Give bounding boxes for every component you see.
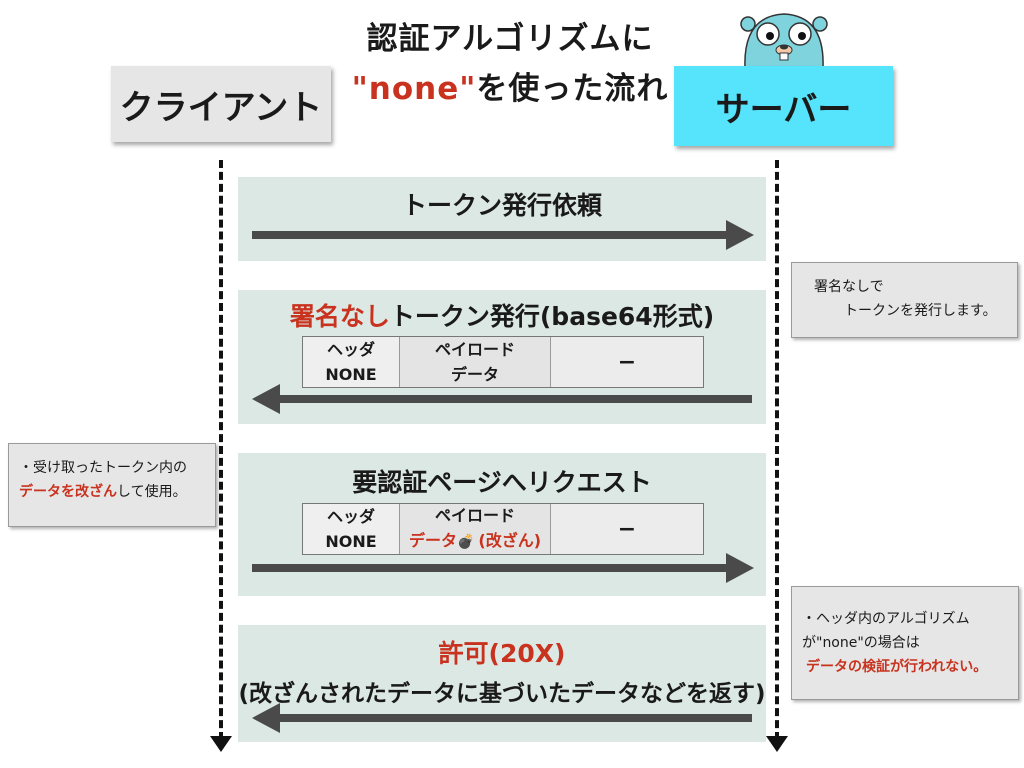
step-2-arrow-head	[252, 384, 280, 414]
step-2-title-highlight: 署名なし	[289, 302, 390, 331]
step-2-token: ヘッダ NONE ペイロード データ −	[302, 336, 704, 388]
step-4-arrow-line	[280, 714, 752, 722]
server-lifeline	[775, 160, 779, 740]
token-header-value: NONE	[325, 365, 377, 384]
token-header-cell: ヘッダ NONE	[303, 504, 400, 554]
step-1-arrow-head	[726, 220, 754, 250]
title-none-highlight: "none"	[351, 71, 477, 107]
client-box: クライアント	[111, 66, 331, 142]
step-1-title: トークン発行依頼	[401, 191, 602, 220]
bomb-icon: 💣	[456, 534, 475, 550]
client-note-highlight: データを改ざん	[19, 484, 117, 500]
server-note-1-line-1: 署名なしで	[814, 279, 884, 295]
step-4-subtitle: (改ざんされたデータに基づいたデータなどを返す)	[238, 681, 766, 707]
client-lifeline	[219, 160, 223, 740]
server-note-2: ・ヘッダ内のアルゴリズム が"none"の場合は データの検証が行われない。	[791, 586, 1019, 700]
token-payload-tampered-value: データ💣(改ざん)	[409, 528, 541, 555]
server-box: サーバー	[674, 66, 893, 146]
step-3-token: ヘッダ NONE ペイロード データ💣(改ざん) −	[302, 503, 704, 555]
client-note-line-2-rest: して使用。	[117, 484, 187, 500]
server-lifeline-end-arrow	[766, 736, 788, 752]
client-note-line-1: ・受け取ったトークン内の	[19, 460, 187, 476]
token-signature-cell: −	[551, 504, 703, 554]
token-header-cell: ヘッダ NONE	[303, 337, 400, 387]
client-note: ・受け取ったトークン内の データを改ざんして使用。	[8, 443, 216, 527]
token-signature-cell: −	[551, 337, 703, 387]
token-payload-data: データ	[408, 531, 457, 550]
step-4-title: 許可(20X)	[238, 634, 766, 670]
step-3-title: 要認証ページへリクエスト	[352, 468, 652, 497]
step-2-arrow-line	[280, 395, 752, 403]
title-line-2-rest: を使った流れ	[476, 71, 669, 107]
client-note-line-2: データを改ざんして使用。	[9, 480, 215, 504]
title-line-1: 認証アルゴリズムに	[366, 21, 654, 57]
server-note-1-line-2: トークンを発行します。	[844, 303, 997, 319]
step-3-arrow-head	[726, 553, 754, 583]
token-header-value: NONE	[325, 532, 377, 551]
token-payload-cell: ペイロード データ💣(改ざん)	[400, 504, 551, 554]
token-payload-value: データ	[450, 365, 499, 384]
token-payload-label: ペイロード	[434, 506, 515, 525]
step-1-band	[238, 177, 766, 261]
server-note-2-line-1: ・ヘッダ内のアルゴリズム	[802, 611, 970, 627]
server-note-1: 署名なしで トークンを発行します。	[791, 262, 1018, 338]
step-4-band	[238, 625, 766, 742]
gopher-mascot-icon	[735, 8, 833, 69]
step-2-title: 署名なしトークン発行(base64形式)	[238, 297, 766, 333]
step-4-title-highlight: 許可(20X)	[438, 639, 566, 668]
token-header-label: ヘッダ	[326, 340, 375, 359]
step-4-arrow-head	[252, 703, 280, 733]
diagram-title: 認証アルゴリズムに "none"を使った流れ	[330, 14, 690, 114]
server-note-2-line-2: が"none"の場合は	[802, 635, 920, 651]
token-payload-cell: ペイロード データ	[400, 337, 551, 387]
token-payload-tampered-label: (改ざん)	[478, 531, 542, 550]
step-3-arrow-line	[252, 564, 730, 572]
token-header-label: ヘッダ	[326, 507, 375, 526]
step-2-title-rest: トークン発行(base64形式)	[389, 302, 715, 331]
title-line-2: "none"を使った流れ	[330, 64, 690, 114]
client-lifeline-end-arrow	[210, 736, 232, 752]
server-note-2-highlight: データの検証が行われない。	[806, 659, 988, 675]
token-payload-label: ペイロード	[434, 340, 515, 359]
step-1-arrow-line	[252, 231, 730, 239]
